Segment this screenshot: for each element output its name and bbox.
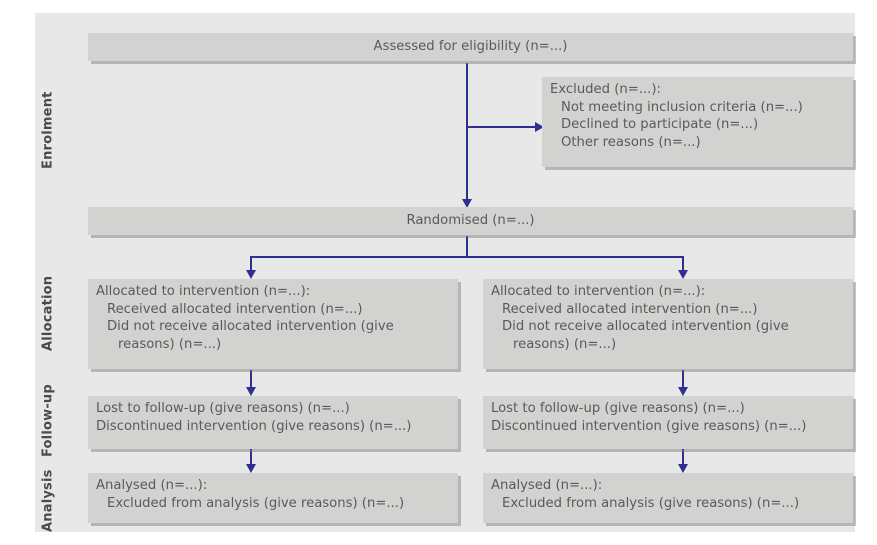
stage-label-enrolment: Enrolment <box>35 35 61 225</box>
connector-split-right-drop <box>682 256 684 273</box>
box-line: Did not receive allocated intervention (… <box>107 319 394 334</box>
box-followup-left: Lost to follow-up (give reasons) (n=...)… <box>88 396 458 449</box>
stage-label-analysis: Analysis <box>35 465 61 537</box>
arrowhead-followup-right <box>678 387 688 396</box>
arrowhead-allocation-left <box>246 270 256 279</box>
stage-label-enrolment-text: Enrolment <box>40 91 56 169</box>
box-excluded: Excluded (n=...): Not meeting inclusion … <box>542 77 853 167</box>
stage-label-followup: Follow-up <box>35 381 61 461</box>
box-line: Received allocated intervention (n=...) <box>107 301 363 317</box>
box-line: Analysed (n=...): <box>491 478 603 493</box>
stage-label-allocation: Allocation <box>35 253 61 373</box>
arrowhead-followup-left <box>246 387 256 396</box>
connector-assessed-to-randomised <box>466 63 468 202</box>
diagram-panel: Enrolment Allocation Follow-up Analysis <box>35 13 855 532</box>
box-line: Declined to participate (n=...) <box>561 117 759 132</box>
box-line: Other reasons (n=...) <box>561 134 701 150</box>
box-randomised: Randomised (n=...) <box>88 207 853 235</box>
box-line: Allocated to intervention (n=...): <box>491 284 706 299</box>
box-analysed-right: Analysed (n=...): Excluded from analysis… <box>483 473 853 523</box>
stage-label-followup-text: Follow-up <box>40 384 56 458</box>
box-line: Discontinued intervention (give reasons)… <box>491 418 807 434</box>
box-followup-right: Lost to follow-up (give reasons) (n=...)… <box>483 396 853 449</box>
box-line: Lost to follow-up (give reasons) (n=...) <box>491 401 745 416</box>
box-line: Randomised (n=...) <box>406 213 535 228</box>
arrowhead-to-excluded <box>535 122 544 132</box>
box-line: Did not receive allocated intervention (… <box>502 319 789 334</box>
arrowhead-to-randomised <box>462 199 472 208</box>
box-line: Excluded from analysis (give reasons) (n… <box>107 495 405 511</box>
connector-randomised-split-bar <box>250 256 684 258</box>
arrowhead-analysis-left <box>246 464 256 473</box>
box-allocated-right: Allocated to intervention (n=...): Recei… <box>483 279 853 369</box>
box-allocated-left: Allocated to intervention (n=...): Recei… <box>88 279 458 369</box>
box-line: reasons) (n=...) <box>513 336 617 352</box>
stage-label-analysis-text: Analysis <box>40 469 56 533</box>
connector-split-left-drop <box>250 256 252 273</box>
box-line: Received allocated intervention (n=...) <box>502 301 758 317</box>
connector-allocation-to-followup-left <box>250 370 252 390</box>
box-line: Lost to follow-up (give reasons) (n=...) <box>96 401 350 416</box>
box-line: Not meeting inclusion criteria (n=...) <box>561 99 803 115</box>
box-line: reasons) (n=...) <box>118 336 222 352</box>
connector-followup-to-analysis-left <box>250 449 252 467</box>
arrowhead-allocation-right <box>678 270 688 279</box>
connector-allocation-to-followup-right <box>682 370 684 390</box>
box-line: Discontinued intervention (give reasons)… <box>96 418 412 434</box>
stage-label-allocation-text: Allocation <box>40 275 56 351</box>
connector-followup-to-analysis-right <box>682 449 684 467</box>
box-line: Analysed (n=...): <box>96 478 208 493</box>
box-line: Excluded (n=...): <box>550 82 661 97</box>
box-analysed-left: Analysed (n=...): Excluded from analysis… <box>88 473 458 523</box>
box-line: Assessed for eligibility (n=...) <box>373 39 568 54</box>
box-assessed-for-eligibility: Assessed for eligibility (n=...) <box>88 33 853 61</box>
connector-randomised-stem <box>466 236 468 258</box>
box-line: Allocated to intervention (n=...): <box>96 284 311 299</box>
connector-to-excluded <box>466 126 538 128</box>
box-line: Excluded from analysis (give reasons) (n… <box>502 495 800 511</box>
arrowhead-analysis-right <box>678 464 688 473</box>
